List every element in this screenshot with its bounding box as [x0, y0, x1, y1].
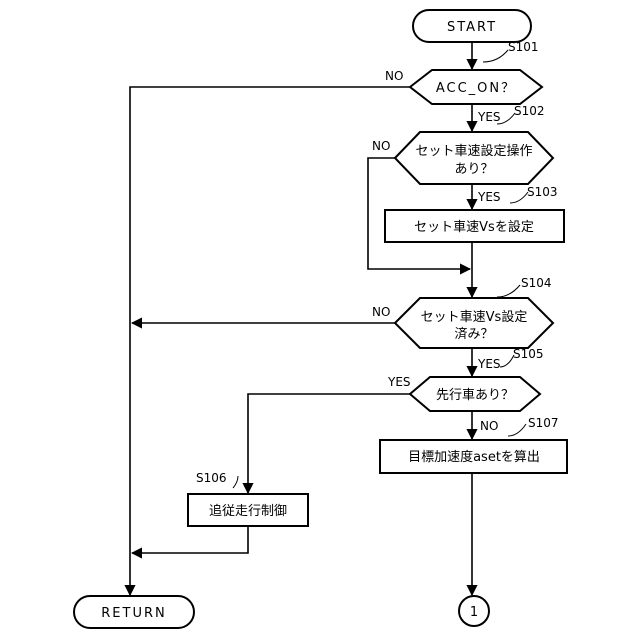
branch-s101-no: NO — [385, 69, 403, 83]
svg-text:S105: S105 — [513, 347, 544, 361]
process-set-speed-vs-text: セット車速Vsを設定 — [414, 219, 534, 235]
step-id-s105: S105 — [500, 347, 544, 367]
step-id-s102: S102 — [497, 104, 545, 124]
decision-set-speed-done: セット車速Vs設定 済み？ — [395, 298, 553, 348]
branch-s104-no: NO — [372, 305, 390, 319]
decision-set-speed-operation-line2: あり？ — [454, 162, 493, 177]
branch-s102-no: NO — [372, 139, 390, 153]
step-id-s101: S101 — [483, 40, 539, 62]
decision-preceding-vehicle-text: 先行車あり？ — [436, 388, 514, 403]
svg-text:S106: S106 — [196, 471, 227, 485]
decision-acc-on: ACC_ON？ — [410, 70, 542, 104]
step-id-s104: S104 — [497, 276, 552, 297]
process-target-acceleration: 目標加速度asetを算出 — [380, 440, 567, 473]
decision-set-speed-done-line1: セット車速Vs設定 — [421, 309, 528, 325]
branch-s104-yes: YES — [477, 357, 501, 371]
decision-acc-on-text: ACC_ON？ — [436, 81, 516, 96]
connector-circle: 1 — [459, 596, 489, 626]
step-id-s107: S107 — [508, 416, 559, 436]
process-follow-control: 追従走行制御 — [188, 494, 308, 526]
step-id-s103: S103 — [510, 185, 558, 203]
branch-s105-no: NO — [480, 419, 498, 433]
decision-set-speed-operation-line1: セット車速設定操作 — [415, 143, 532, 159]
start-label: START — [447, 20, 497, 35]
svg-text:S104: S104 — [521, 276, 552, 290]
decision-preceding-vehicle: 先行車あり？ — [410, 377, 540, 411]
svg-text:S102: S102 — [514, 104, 545, 118]
process-set-speed-vs: セット車速Vsを設定 — [385, 210, 564, 242]
process-follow-control-text: 追従走行制御 — [209, 503, 287, 519]
connector-label: 1 — [470, 605, 478, 620]
start-terminal: START — [413, 10, 531, 42]
branch-s101-yes: YES — [477, 110, 501, 124]
branch-s102-yes: YES — [477, 190, 501, 204]
step-id-s106: S106 — [196, 471, 238, 488]
svg-text:S107: S107 — [528, 416, 559, 430]
svg-text:S101: S101 — [508, 40, 539, 54]
return-terminal: RETURN — [74, 596, 194, 628]
decision-set-speed-done-line2: 済み？ — [454, 326, 493, 342]
branch-s105-yes: YES — [387, 375, 411, 389]
decision-set-speed-operation: セット車速設定操作 あり？ — [395, 132, 553, 184]
svg-text:S103: S103 — [527, 185, 558, 199]
process-target-acceleration-text: 目標加速度asetを算出 — [408, 449, 540, 465]
return-label: RETURN — [101, 606, 166, 621]
